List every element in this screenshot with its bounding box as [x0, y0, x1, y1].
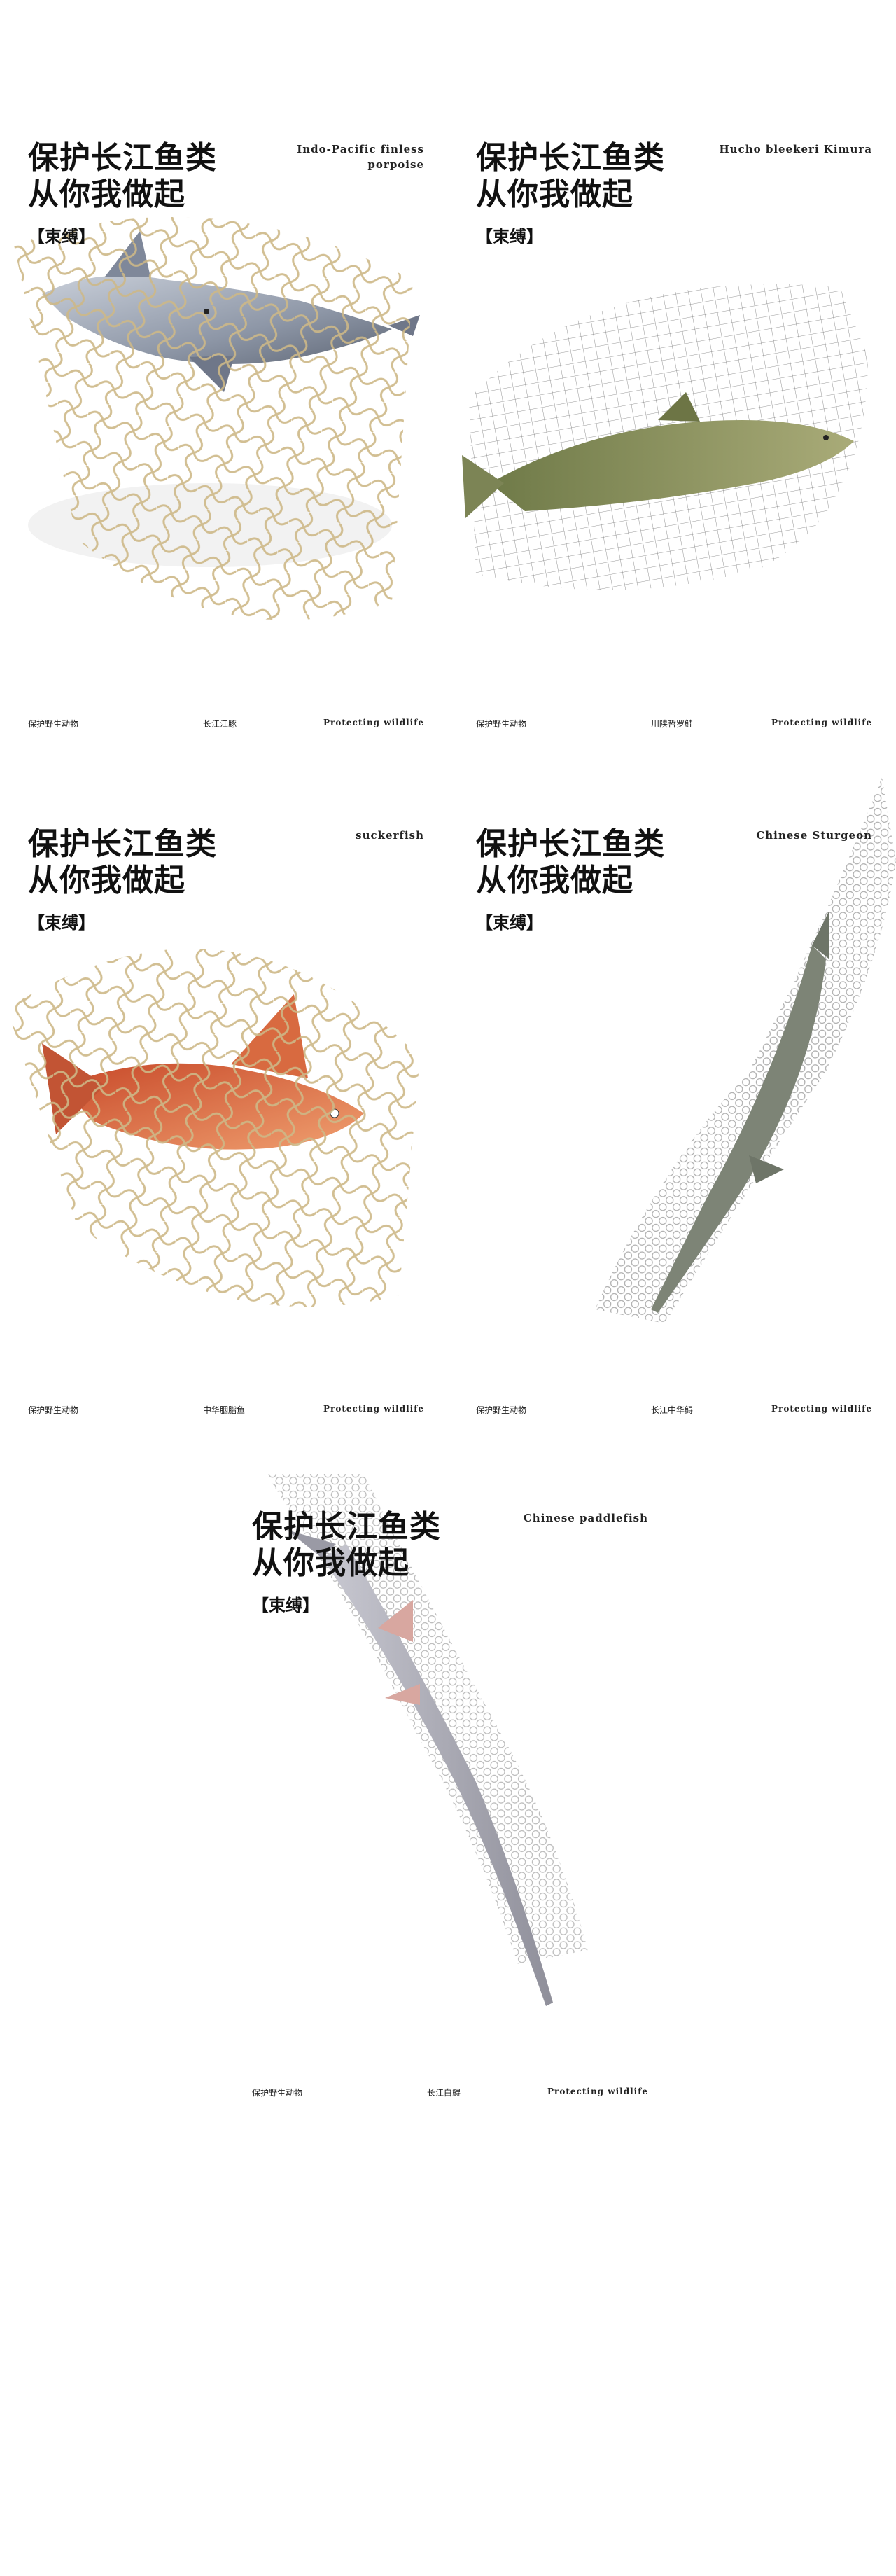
english-species-name: suckerfish: [242, 828, 424, 843]
poster-headline: 保护长江鱼类 从你我做起: [28, 826, 217, 899]
poster-headline: 保护长江鱼类 从你我做起: [252, 1509, 441, 1582]
poster-headline: 保护长江鱼类 从你我做起: [476, 826, 665, 899]
poster-finless-porpoise: 保护长江鱼类 从你我做起 【束缚】 Indo-Pacific finless p…: [0, 91, 448, 777]
chinese-species-name: 川陕哲罗鲑: [651, 719, 694, 729]
sturgeon-icon: [651, 910, 830, 1313]
footer-right-text: Protecting wildlife: [547, 2087, 648, 2096]
poster-chinese-paddlefish: 保护长江鱼类 从你我做起 【束缚】 Chinese paddlefish 保护野…: [224, 1460, 672, 2146]
footer-left-text: 保护野生动物: [476, 719, 527, 729]
english-name-line-2: porpoise: [368, 158, 424, 171]
footer-left-text: 保护野生动物: [28, 1405, 79, 1415]
hucho-net-illustration: [462, 284, 868, 590]
paddlefish-net-illustration: [266, 1474, 588, 2006]
poster-suckerfish: 保护长江鱼类 从你我做起 【束缚】 suckerfish 保护野生动物 中华胭脂…: [0, 777, 448, 1463]
chinese-species-name: 长江白鲟: [427, 2088, 461, 2098]
english-name-line-1: suckerfish: [356, 829, 424, 842]
headline-line-2: 从你我做起: [476, 863, 634, 898]
english-name-line-1: Hucho bleekeri Kimura: [719, 143, 872, 155]
poster-headline: 保护长江鱼类 从你我做起: [476, 140, 665, 213]
poster-tag: 【束缚】: [476, 912, 543, 933]
english-species-name: Chinese paddlefish: [466, 1510, 648, 1526]
chinese-species-name: 长江中华鲟: [651, 1405, 694, 1415]
porpoise-net-illustration: [14, 217, 420, 620]
english-species-name: Chinese Sturgeon: [690, 828, 872, 843]
chinese-species-name: 中华胭脂鱼: [203, 1405, 246, 1415]
english-name-line-1: Indo-Pacific finless: [297, 143, 424, 155]
english-species-name: Hucho bleekeri Kimura: [690, 141, 872, 157]
poster-hucho-bleekeri: 保护长江鱼类 从你我做起 【束缚】 Hucho bleekeri Kimura …: [448, 91, 896, 777]
hucho-fish-icon: [462, 392, 854, 518]
poster-footer: 保护野生动物 长江中华鲟 Protecting wildlife: [476, 1404, 872, 1418]
poster-tag: 【束缚】: [252, 1595, 319, 1615]
paddlefish-icon: [287, 1530, 553, 2006]
footer-left-text: 保护野生动物: [252, 2088, 303, 2098]
headline-line-2: 从你我做起: [476, 176, 634, 212]
headline-line-1: 保护长江鱼类: [476, 140, 665, 176]
poster-footer: 保护野生动物 长江江豚 Protecting wildlife: [28, 718, 424, 732]
poster-footer: 保护野生动物 川陕哲罗鲑 Protecting wildlife: [476, 718, 872, 732]
poster-footer: 保护野生动物 中华胭脂鱼 Protecting wildlife: [28, 1404, 424, 1418]
headline-line-1: 保护长江鱼类: [252, 1509, 441, 1545]
english-name-line-1: Chinese Sturgeon: [756, 829, 872, 842]
sturgeon-net-illustration: [595, 777, 896, 1323]
footer-right-text: Protecting wildlife: [323, 718, 424, 727]
suckerfish-net-illustration: [7, 948, 420, 1307]
poster-tag: 【束缚】: [28, 912, 95, 933]
footer-left-text: 保护野生动物: [476, 1405, 527, 1415]
chinese-species-name: 长江江豚: [203, 719, 237, 729]
english-name-line-1: Chinese paddlefish: [523, 1512, 648, 1524]
headline-line-1: 保护长江鱼类: [28, 826, 217, 862]
headline-line-1: 保护长江鱼类: [28, 140, 217, 176]
poster-headline: 保护长江鱼类 从你我做起: [28, 140, 217, 213]
headline-line-1: 保护长江鱼类: [476, 826, 665, 862]
poster-tag: 【束缚】: [28, 226, 95, 246]
footer-right-text: Protecting wildlife: [323, 1404, 424, 1414]
footer-right-text: Protecting wildlife: [771, 1404, 872, 1414]
headline-line-2: 从你我做起: [252, 1545, 410, 1581]
poster-tag: 【束缚】: [476, 226, 543, 246]
headline-line-2: 从你我做起: [28, 863, 186, 898]
english-species-name: Indo-Pacific finless porpoise: [242, 141, 424, 172]
footer-left-text: 保护野生动物: [28, 719, 79, 729]
footer-right-text: Protecting wildlife: [771, 718, 872, 727]
poster-footer: 保护野生动物 长江白鲟 Protecting wildlife: [252, 2087, 648, 2101]
headline-line-2: 从你我做起: [28, 176, 186, 212]
poster-chinese-sturgeon: 保护长江鱼类 从你我做起 【束缚】 Chinese Sturgeon 保护野生动…: [448, 777, 896, 1463]
